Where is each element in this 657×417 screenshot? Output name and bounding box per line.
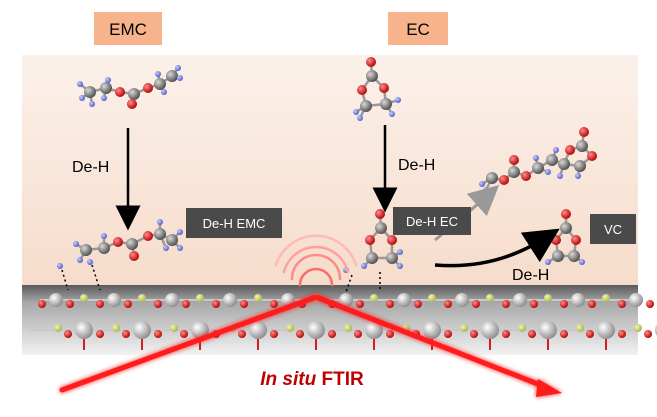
deh-emc-label: De-H EMC	[203, 216, 266, 231]
deh-ec-box: De-H EC	[393, 207, 471, 235]
deh-emc-molecule-icon	[73, 219, 183, 263]
emc-molecule-icon	[77, 65, 183, 109]
surface-bond-lines	[61, 264, 381, 293]
emc-title-box: EMC	[94, 12, 162, 45]
electrode-substrate	[22, 285, 638, 355]
vc-label: VC	[604, 222, 622, 237]
vc-box: VC	[590, 214, 636, 244]
deh-emc-box: De-H EMC	[186, 208, 282, 238]
molecules	[57, 57, 597, 273]
ec-title: EC	[406, 20, 430, 39]
ring-opened-product-icon	[479, 127, 597, 193]
deh-label-emc: De-H	[72, 159, 109, 176]
deh-label-vc: De-H	[512, 267, 549, 284]
ftir-plain: FTIR	[316, 369, 364, 390]
ir-beam	[59, 294, 562, 397]
vc-formation-arrow	[434, 228, 560, 268]
ec-molecule-icon	[353, 57, 401, 121]
deh-label-ec: De-H	[398, 157, 435, 174]
deh-ec-molecule-icon	[361, 209, 403, 269]
ir-signal-waves	[274, 234, 358, 287]
deh-ec-label: De-H EC	[406, 214, 458, 229]
substrate-atoms	[38, 293, 657, 350]
emc-title: EMC	[109, 20, 147, 39]
ec-title-box: EC	[388, 12, 448, 45]
ftir-italic: In situ	[260, 369, 316, 390]
in-situ-ftir-label: In situ FTIR	[260, 369, 364, 390]
